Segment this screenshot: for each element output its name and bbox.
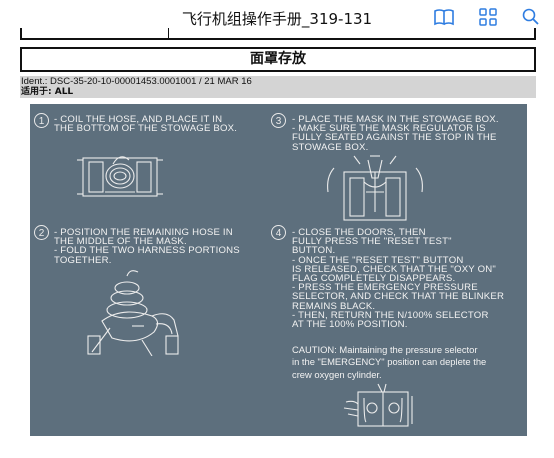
section-heading: 面罩存放 bbox=[20, 47, 536, 72]
caution-line: CAUTION: Maintaining the pressure select… bbox=[292, 344, 478, 355]
step-4-line: - ONCE THE "RESET TEST" BUTTON bbox=[292, 254, 464, 266]
step-1-line: - COIL THE HOSE, AND PLACE IT IN bbox=[54, 114, 223, 125]
mask-in-box-illustration bbox=[320, 152, 430, 222]
step-3-text: - PLACE THE MASK IN THE STOWAGE BOX. - M… bbox=[292, 115, 499, 152]
step-number-2: 2 bbox=[34, 225, 49, 240]
caution-line: crew oxygen cylinder. bbox=[292, 368, 382, 380]
step-3-line: STOWAGE BOX. bbox=[292, 141, 369, 153]
step-4-line: SELECTOR, AND CHECK THAT THE BLINKER bbox=[292, 291, 505, 303]
step-4-line: FLAG COMPLETELY DISAPPEARS. bbox=[292, 273, 456, 285]
step-3-line: - MAKE SURE THE MASK REGULATOR IS bbox=[292, 123, 486, 135]
previous-table-row bbox=[20, 28, 536, 40]
caution-line: in the "EMERGENCY" position can deplete … bbox=[292, 356, 487, 368]
step-2-line: TOGETHER. bbox=[54, 254, 112, 266]
step-1-line: THE BOTTOM OF THE STOWAGE BOX. bbox=[54, 123, 238, 135]
step-4-line: - PRESS THE EMERGENCY PRESSURE bbox=[292, 282, 478, 294]
instruction-figure: 1 - COIL THE HOSE, AND PLACE IT IN THE B… bbox=[30, 104, 527, 436]
step-4-line: FULLY PRESS THE "RESET TEST" bbox=[292, 236, 452, 248]
document-title: 飞行机组操作手册_319-131 bbox=[181, 10, 373, 28]
step-number-4: 4 bbox=[271, 225, 286, 240]
step-4-line: AT THE 100% POSITION. bbox=[292, 319, 408, 331]
step-4-line: BUTTON. bbox=[292, 245, 336, 257]
ident-text: Ident.: DSC-35-20-10-00001453.0001001 / … bbox=[21, 76, 252, 87]
book-icon[interactable] bbox=[433, 6, 455, 28]
step-4-line: - CLOSE THE DOORS, THEN bbox=[292, 227, 426, 238]
step-2-line: THE MIDDLE OF THE MASK. bbox=[54, 236, 187, 248]
step-number-3: 3 bbox=[271, 113, 286, 128]
step-2-line: - POSITION THE REMAINING HOSE IN bbox=[54, 227, 233, 238]
top-bar: 飞行机组操作手册_319-131 bbox=[0, 0, 554, 34]
step-4-line: IS RELEASED, CHECK THAT THE "OXY ON" bbox=[292, 263, 496, 275]
search-icon[interactable] bbox=[520, 6, 542, 28]
step-4-text: - CLOSE THE DOORS, THEN FULLY PRESS THE … bbox=[292, 227, 505, 331]
step-4-line: REMAINS BLACK. bbox=[292, 300, 376, 312]
step-2-line: - FOLD THE TWO HARNESS PORTIONS bbox=[54, 245, 240, 257]
coiled-hose-illustration bbox=[75, 146, 165, 206]
applies-to-text: 适用于: ALL bbox=[21, 87, 74, 97]
hand-folding-harness-illustration bbox=[82, 266, 192, 356]
step-3-line: - PLACE THE MASK IN THE STOWAGE BOX. bbox=[292, 114, 499, 125]
caution-note: CAUTION: Maintaining the pressure select… bbox=[292, 344, 486, 381]
step-2-text: - POSITION THE REMAINING HOSE IN THE MID… bbox=[54, 228, 240, 265]
grid-icon[interactable] bbox=[477, 6, 499, 28]
ident-bar: Ident.: DSC-35-20-10-00001453.0001001 / … bbox=[20, 76, 536, 98]
closed-box-reset-button-illustration bbox=[342, 382, 422, 434]
step-4-line: - THEN, RETURN THE N/100% SELECTOR bbox=[292, 309, 489, 321]
step-3-line: FULLY SEATED AGAINST THE STOP IN THE bbox=[292, 132, 497, 144]
step-1-text: - COIL THE HOSE, AND PLACE IT IN THE BOT… bbox=[54, 114, 238, 135]
step-number-1: 1 bbox=[34, 113, 49, 128]
